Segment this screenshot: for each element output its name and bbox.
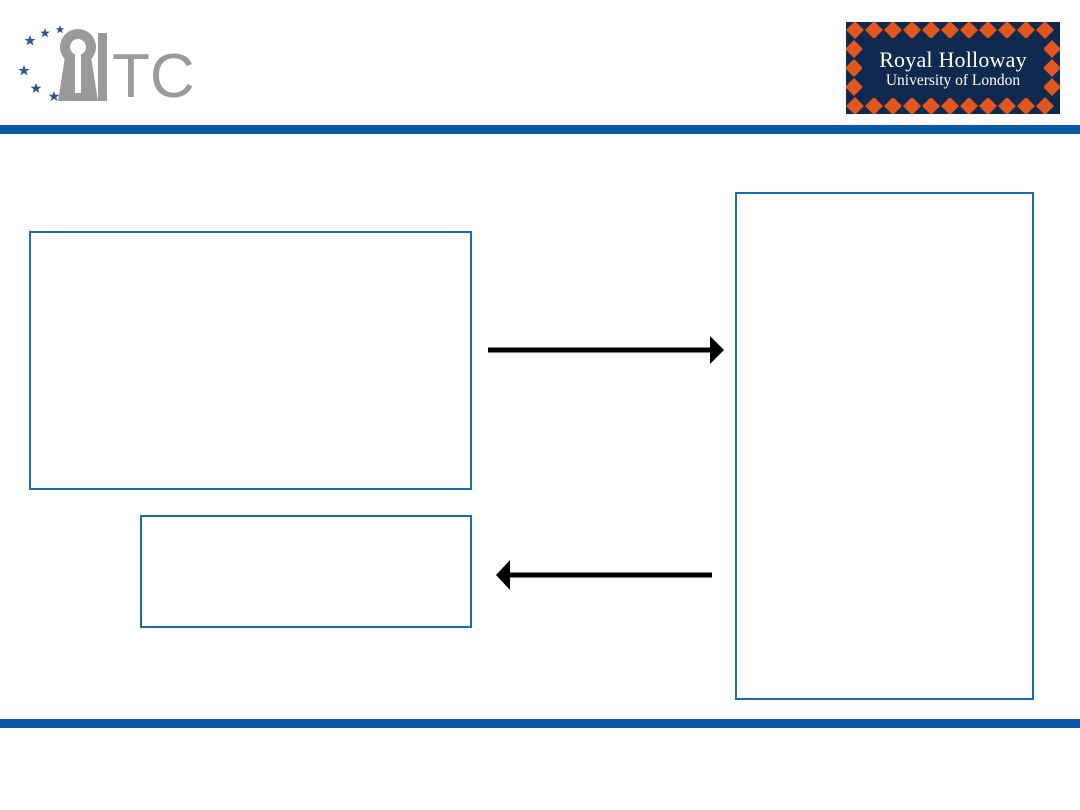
logo-diamond <box>979 22 997 39</box>
star-icon <box>30 83 42 93</box>
university-logo: Royal Holloway University of London <box>846 22 1060 114</box>
logo-diamond <box>846 22 864 39</box>
arrow-right-icon <box>488 336 724 364</box>
logo-diamond <box>941 22 959 39</box>
university-subtitle: University of London <box>885 71 1021 89</box>
logo-diamond <box>1017 97 1035 114</box>
logo-diamond <box>1043 40 1060 58</box>
diagram-box-left-small <box>140 515 472 628</box>
diagram-box-right-tall <box>735 192 1034 700</box>
logo-diamond <box>922 97 940 114</box>
logo-diamond <box>865 97 883 114</box>
logo-diamond <box>1036 22 1054 39</box>
logo-diamond <box>998 22 1016 39</box>
logo-diamond <box>846 97 864 114</box>
logo-diamond <box>979 97 997 114</box>
logo-diamond <box>865 22 883 39</box>
logo-diamond <box>941 97 959 114</box>
logo-diamond <box>846 59 863 77</box>
logo-diamond <box>846 40 863 58</box>
logo-diamond <box>846 78 863 96</box>
logo-diamond <box>884 97 902 114</box>
header-divider <box>0 125 1080 134</box>
logo-diamond <box>960 22 978 39</box>
otc-logo: TC <box>18 25 195 111</box>
otc-logo-graphic: TC <box>18 25 195 111</box>
logo-diamond <box>1043 78 1060 96</box>
logo-diamond <box>903 22 921 39</box>
star-icon <box>55 25 65 34</box>
logo-diamond <box>1036 97 1054 114</box>
university-name: Royal Holloway <box>879 46 1027 72</box>
footer-divider <box>0 719 1080 728</box>
logo-diamond <box>1017 22 1035 39</box>
star-icon <box>40 28 50 38</box>
star-icon <box>24 35 36 46</box>
otc-logo-text: TC <box>112 42 193 110</box>
logo-diamond <box>998 97 1016 114</box>
diagram-box-left-large <box>29 231 472 490</box>
arrow-left-icon <box>496 560 712 590</box>
keyhole-icon <box>58 29 107 101</box>
logo-diamond <box>922 22 940 39</box>
logo-diamond <box>1043 59 1060 77</box>
star-icon <box>18 65 30 76</box>
logo-diamond <box>960 97 978 114</box>
star-icon <box>48 91 60 101</box>
university-logo-panel: Royal Holloway University of London <box>862 38 1044 98</box>
logo-diamond <box>903 97 921 114</box>
logo-diamond <box>884 22 902 39</box>
